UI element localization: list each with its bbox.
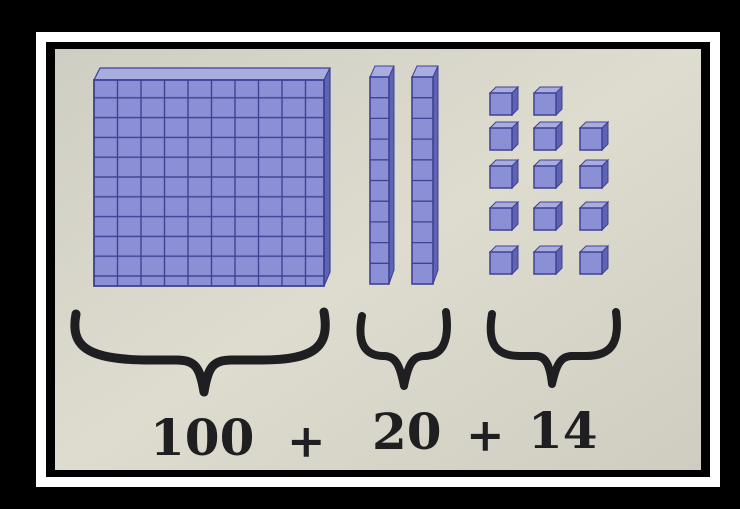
unit-cube [534,87,562,115]
unit-cube [580,202,608,230]
hundreds-flat [94,68,330,286]
unit-cube [534,246,562,274]
unit-cube [534,160,562,188]
unit-cube [490,160,518,188]
tens-rod-2 [412,66,438,284]
unit-cube [534,202,562,230]
unit-cube [490,87,518,115]
unit-cube [490,202,518,230]
tens-rod-1 [370,66,394,284]
unit-cube [534,122,562,150]
unit-cube [490,246,518,274]
unit-cube [580,160,608,188]
unit-cube [490,122,518,150]
unit-cube [580,122,608,150]
unit-cube [580,246,608,274]
